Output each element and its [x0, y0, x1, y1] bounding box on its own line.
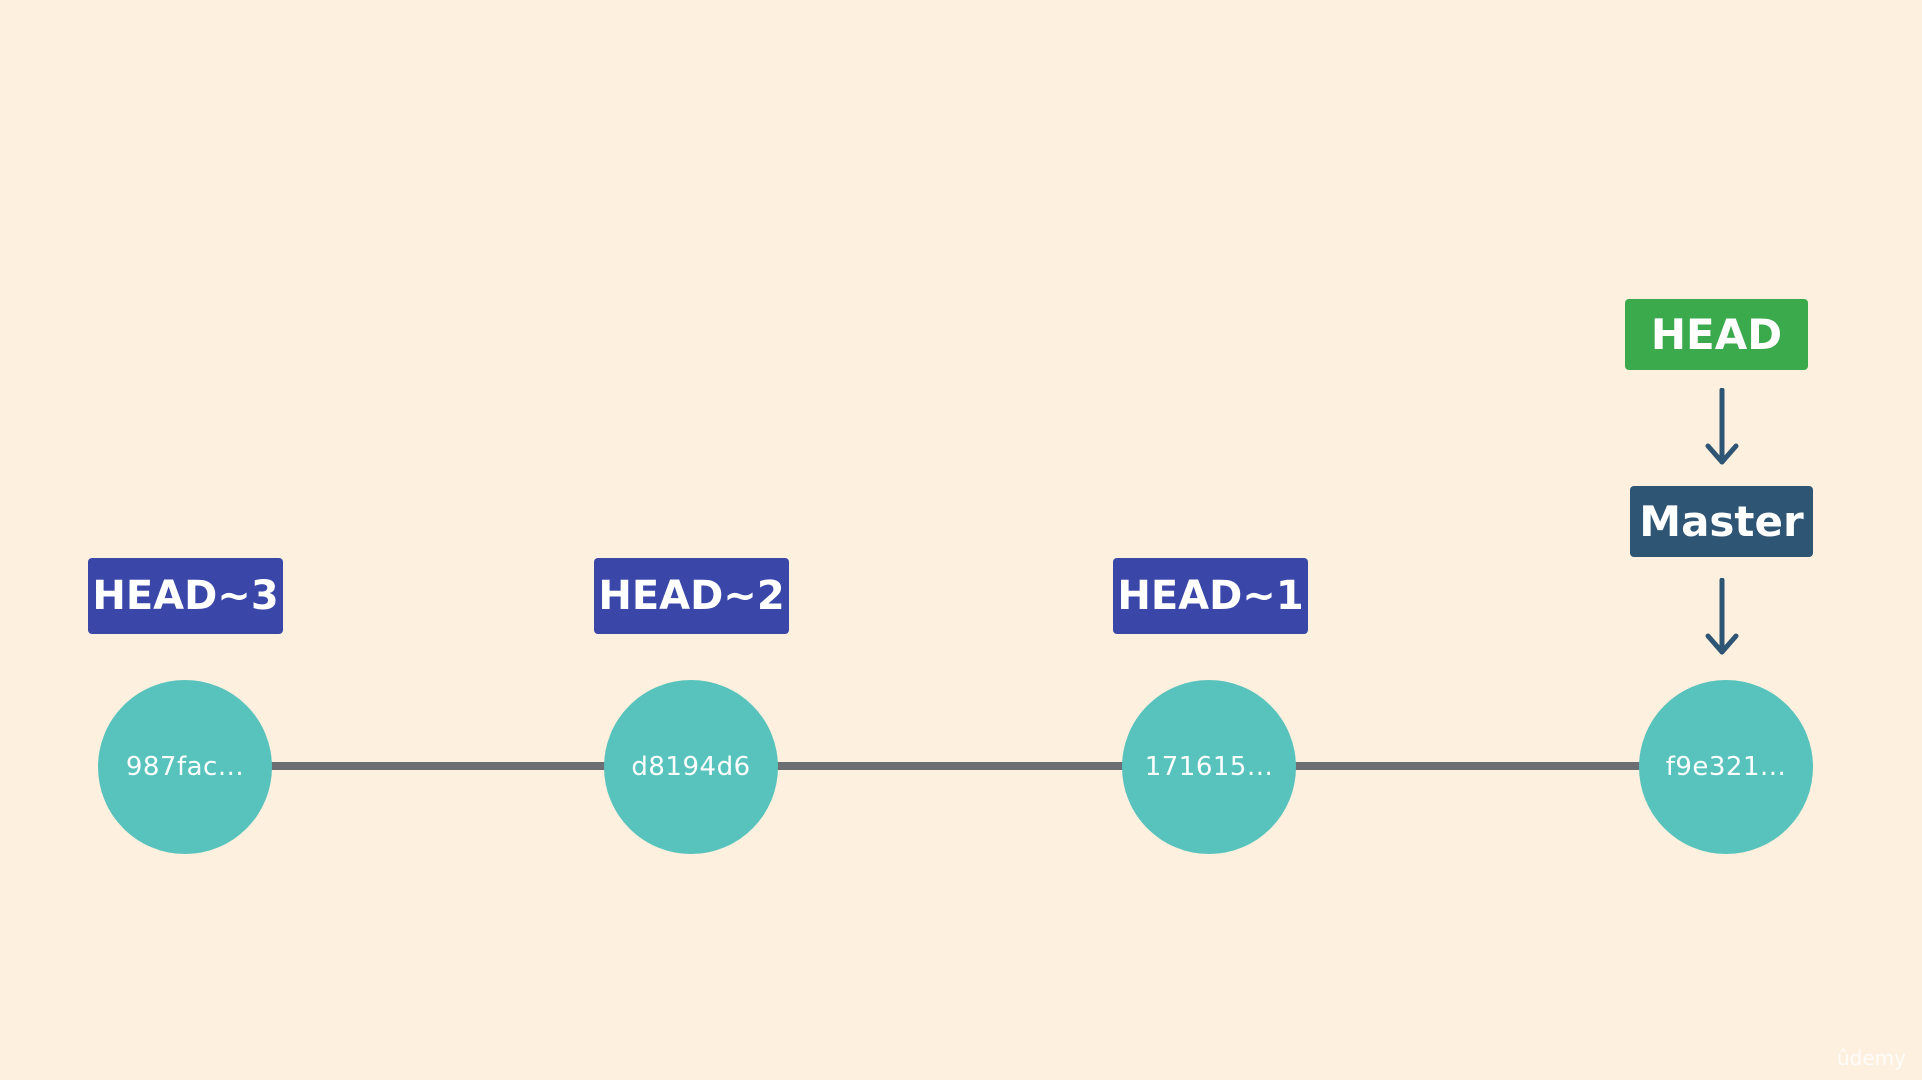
commit-hash: f9e321... — [1665, 752, 1787, 782]
commit-link — [270, 762, 606, 770]
ref-label-head-2: HEAD~2 — [594, 558, 789, 634]
branch-label-master: Master — [1630, 486, 1813, 557]
arrow-down-icon — [1705, 578, 1739, 655]
head-pointer-label: HEAD — [1625, 299, 1808, 370]
commit-link — [776, 762, 1124, 770]
commit-node: 171615... — [1122, 680, 1296, 854]
watermark-logo: ûdemy — [1837, 1046, 1906, 1070]
ref-label-head-1: HEAD~1 — [1113, 558, 1308, 634]
commit-node: 987fac... — [98, 680, 272, 854]
commit-node-head: f9e321... — [1639, 680, 1813, 854]
commit-hash: 171615... — [1144, 752, 1274, 782]
commit-hash: d8194d6 — [631, 752, 751, 782]
commit-link — [1294, 762, 1640, 770]
ref-label-head-3: HEAD~3 — [88, 558, 283, 634]
arrow-down-icon — [1705, 388, 1739, 465]
commit-node: d8194d6 — [604, 680, 778, 854]
commit-hash: 987fac... — [125, 752, 245, 782]
